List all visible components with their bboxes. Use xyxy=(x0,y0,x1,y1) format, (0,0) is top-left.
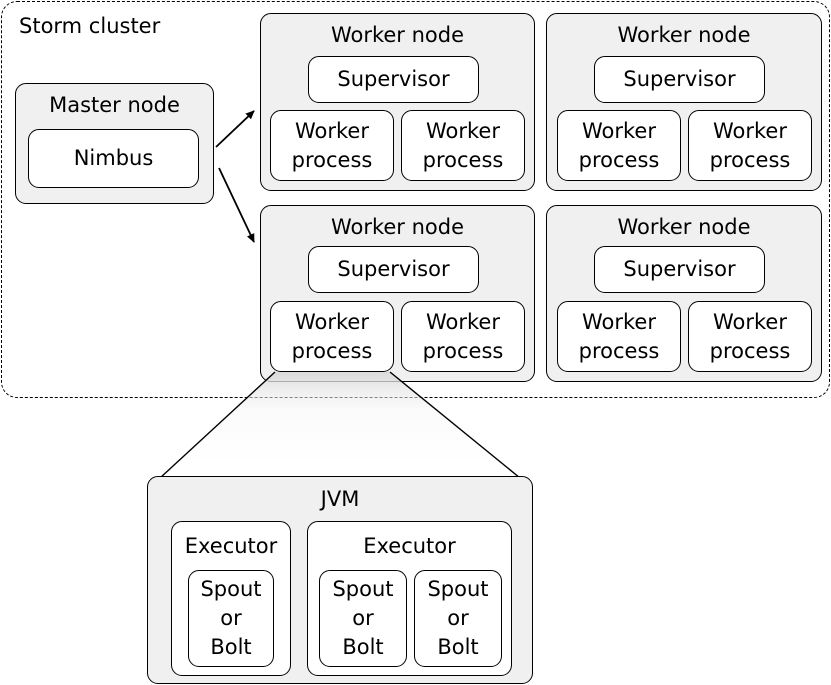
worker-process: Worker process xyxy=(270,110,394,181)
worker-node-title: Worker node xyxy=(617,215,751,239)
supervisor: Supervisor xyxy=(308,56,479,103)
supervisor: Supervisor xyxy=(594,56,765,103)
worker-process: Worker process xyxy=(401,301,525,372)
worker-node-title: Worker node xyxy=(330,23,465,47)
spout-or-bolt: Spout or Bolt xyxy=(319,570,407,667)
zoom-shade xyxy=(160,372,520,478)
worker-process: Worker process xyxy=(688,110,812,181)
zoom-line-left xyxy=(159,371,276,479)
nimbus: Nimbus xyxy=(28,129,199,188)
worker-process: Worker process xyxy=(688,301,812,372)
zoom-line-right xyxy=(389,371,521,479)
executor-title: Executor xyxy=(363,534,456,558)
worker-process: Worker process xyxy=(557,110,681,181)
worker-node-title: Worker node xyxy=(617,23,751,47)
supervisor: Supervisor xyxy=(594,246,765,293)
worker-process: Worker process xyxy=(270,301,394,372)
worker-process: Worker process xyxy=(401,110,525,181)
spout-or-bolt: Spout or Bolt xyxy=(188,570,274,667)
arrow-to-worker-node-bottom xyxy=(218,167,255,243)
arrow-to-worker-node-top xyxy=(215,110,255,148)
storm-cluster-label: Storm cluster xyxy=(19,14,161,38)
spout-or-bolt: Spout or Bolt xyxy=(414,570,502,667)
worker-node-title: Worker node xyxy=(330,215,465,239)
jvm-title: JVM xyxy=(320,487,360,511)
master-node-title: Master node xyxy=(49,93,180,117)
supervisor: Supervisor xyxy=(308,246,479,293)
worker-process: Worker process xyxy=(557,301,681,372)
executor-title: Executor xyxy=(184,534,278,558)
